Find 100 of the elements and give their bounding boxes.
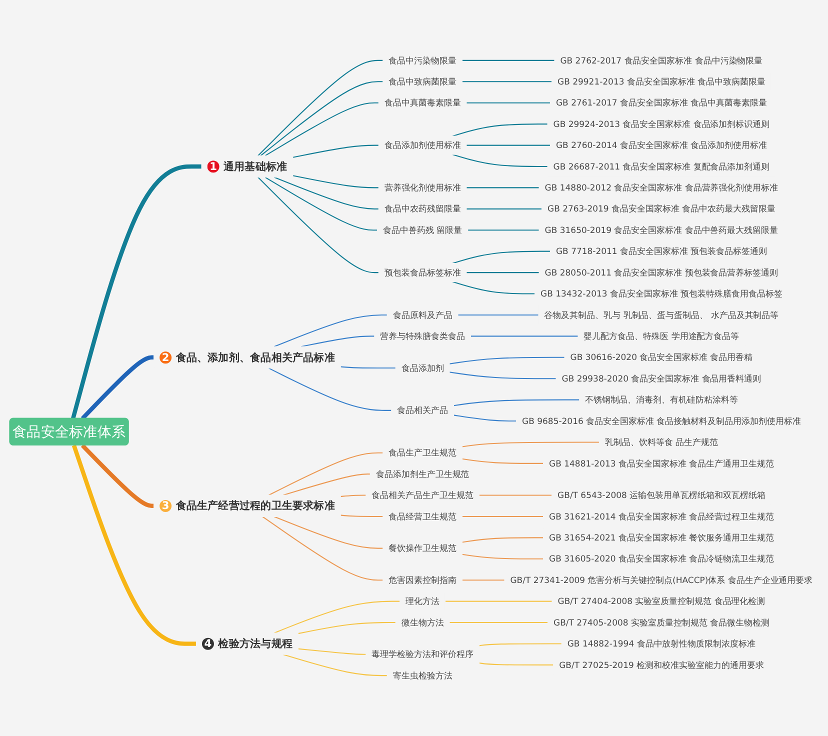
connector [449,372,556,380]
connector [462,580,505,581]
node-text: 食品经营卫生规范 [388,512,456,522]
node-text: 营养与特殊膳食类食品 [380,331,465,342]
connector [283,474,370,496]
connector [292,144,379,158]
connector [466,187,540,188]
node-text: 食品中致病菌限量 [388,76,456,87]
connector [268,452,383,496]
node-text: 谷物及其制品、乳与 乳制品、蛋与蛋制品、 水产品及其制品等 [544,310,779,320]
node-text: GB 26687-2011 食品安全国家标准 复配食品添加剂通则 [553,162,770,172]
connector [479,662,554,666]
connector [264,176,378,231]
connector [80,355,154,420]
connector [274,314,388,348]
connector [466,272,540,274]
node-text: 食品添加剂使用标准 [384,140,461,150]
connector [268,368,392,411]
node-text: 理化方法 [406,596,440,606]
connector [258,176,379,274]
node-text: GB 14880-2012 食品安全国家标准 食品营养强化剂使用标准 [544,182,778,193]
connector [340,366,396,369]
node-text: 寄生虫检验方法 [392,670,452,681]
connector [274,516,383,549]
node-text: 食品相关产品 [397,405,448,416]
connector [264,102,379,156]
connector [470,336,578,337]
node-text: 微生物方法 [401,618,444,628]
connector [462,81,552,82]
connector [274,176,379,210]
connector [479,494,552,496]
connector [260,81,383,156]
connector [466,208,542,210]
node-text: 食品中兽药残 留限量 [383,225,462,236]
node-text: GB 28050-2011 食品安全国家标准 预包装食品营养标签通则 [544,268,778,278]
node-text: 2 食品、添加剂、食品相关产品标准 [162,350,335,364]
node-text: 3 食品生产经营过程的卫生要求标准 [162,499,335,512]
node-text: 预包装食品标签标准 [384,268,461,278]
node-text: GB 9685-2016 食品安全国家标准 食品接触材料及制品用添加剂使用标准 [522,416,801,426]
connector [283,654,388,676]
connector [301,336,374,348]
node-text: GB 30616-2020 食品安全国家标准 食品用香精 [570,352,753,362]
node-text: GB 14881-2013 食品安全国家标准 食品生产通用卫生规范 [549,458,774,468]
connector [72,444,196,646]
node-text: 不锈钢制品、消毒剂、有机硅防粘涂料等 [585,394,738,405]
node-text: GB 29924-2013 食品安全国家标准 食品添加剂标识通则 [553,119,770,130]
node-text: 食品相关产品生产卫生规范 [372,490,474,500]
node-text: GB 2762-2017 食品安全国家标准 食品中污染物限量 [560,55,763,66]
node-text: 婴儿配方食品、特殊医 学用途配方食品等 [584,331,740,342]
node-text: 食品原料及产品 [392,310,452,320]
node-text: 乳制品、饮料等食 品生产规范 [604,437,718,448]
connector [462,554,544,560]
node-text: GB/T 27025-2019 检测和校准实验室能力的通用要求 [559,660,764,670]
connector [262,516,383,581]
connector [479,643,562,646]
connector [340,514,383,517]
connector [452,250,550,264]
connector [258,60,383,156]
node-text: GB 31621-2014 食品安全国家标准 食品经营过程卫生规范 [549,512,774,522]
node-text: 4 检验方法与规程 [204,637,292,650]
connector [449,622,548,624]
connector [466,102,550,104]
connector [454,414,516,422]
connector [71,164,202,420]
node-text: 食品生产卫生规范 [388,448,456,458]
node-text: 危害因素控制指南 [388,575,456,586]
node-text: GB 7718-2011 食品安全国家标准 预包装食品标签通则 [556,246,767,256]
connector [462,442,600,448]
connector [468,230,540,231]
connector [445,600,552,602]
connector [449,356,565,364]
connector [466,144,550,146]
node-text: GB/T 27404-2008 实验室质量控制规范 食品理化检测 [558,596,766,606]
connector [462,516,544,517]
connector [298,648,366,655]
node-text: 食品中污染物限量 [388,55,456,66]
node-text: GB 13432-2013 食品安全国家标准 预包装特殊膳食用食品标签 [540,288,782,299]
node-text: 毒理学检验方法和评价程序 [372,649,474,660]
node-text: GB/T 6543-2008 运输包装用单瓦楞纸箱和双瓦楞纸箱 [558,490,766,500]
node-text: GB 2761-2017 食品安全国家标准 食品中真菌毒素限量 [556,98,767,108]
node-text: GB 31654-2021 食品安全国家标准 餐饮服务通用卫生规范 [549,532,774,543]
node-text: 营养强化剂使用标准 [384,182,461,193]
node-text: GB 29938-2020 食品安全国家标准 食品用香料通则 [562,374,762,384]
connector [298,622,396,634]
connector [274,600,400,634]
connector [462,458,544,464]
connector [452,124,548,137]
node-text: GB/T 27405-2008 实验室质量控制规范 食品微生物检测 [554,618,770,628]
node-text: 餐饮操作卫生规范 [388,543,456,554]
connector [462,537,544,543]
node-text: 食品添加剂 [401,363,444,373]
connector [458,314,539,316]
connector [292,175,379,188]
connector [452,154,548,168]
connector [80,444,154,508]
node-text: 食品添加剂生产卫生规范 [376,469,470,480]
connector [452,281,535,294]
node-text: GB 29921-2013 食品安全国家标准 食品中致病菌限量 [558,76,766,87]
node-text: GB/T 27341-2009 危害分析与关键控制点(HACCP)体系 食品生产企业通用要求 [510,575,813,586]
connector [462,60,555,61]
